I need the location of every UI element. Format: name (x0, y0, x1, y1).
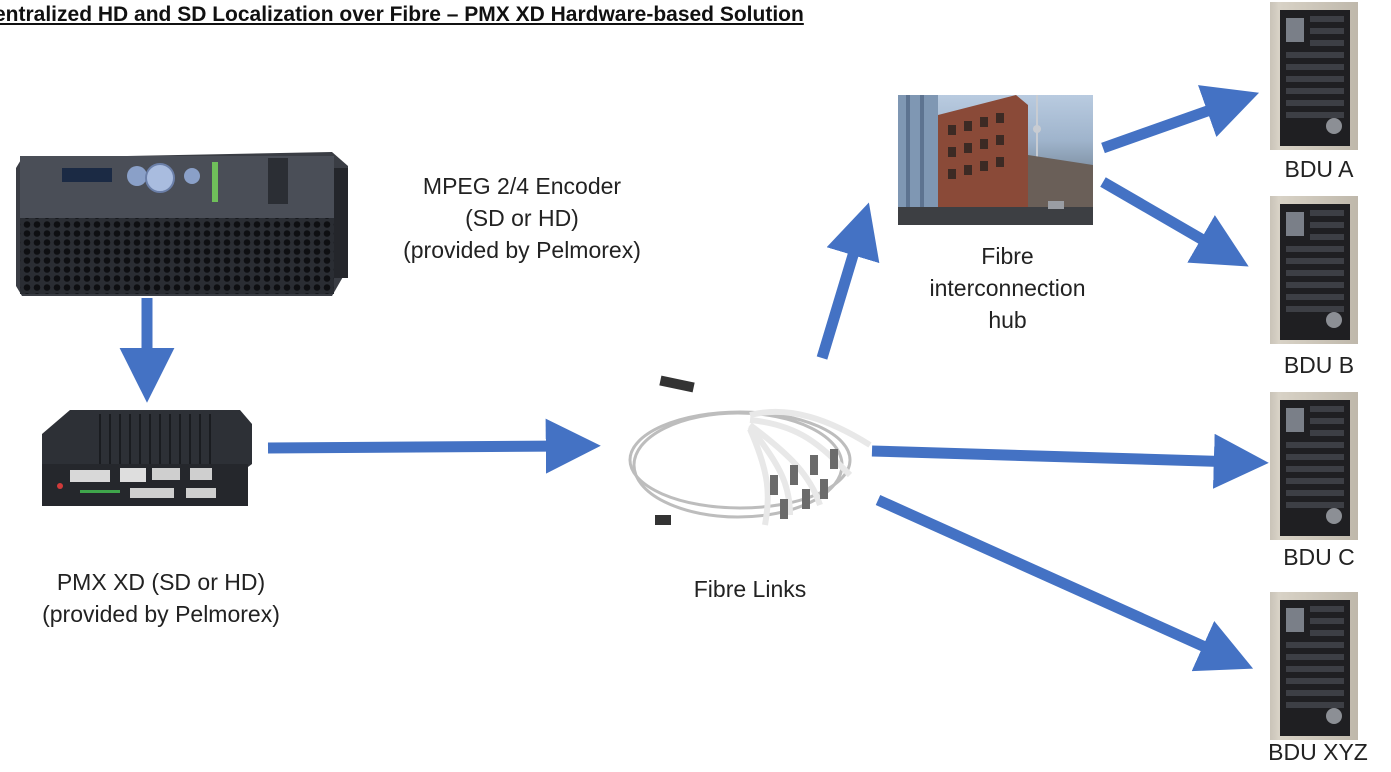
hub-label-line-2: interconnection (929, 275, 1086, 301)
hub-building-image (898, 95, 1093, 225)
bdu-xyz-label: BDU XYZ (1268, 739, 1368, 765)
pmx-label-line-1: PMX XD (SD or HD) (56, 569, 266, 595)
fibre-links-label: Fibre Links (693, 576, 807, 602)
hub-label-line-1: Fibre (981, 243, 1034, 269)
hub-label-line-3: hub (988, 307, 1027, 333)
fibre-cable-image (628, 375, 872, 526)
encoder-image (16, 152, 348, 296)
arrow-fibre-to-bdu-c (871, 433, 1269, 489)
arrow-fibre-to-hub (816, 202, 880, 360)
bdu-a-rack-image (1270, 2, 1358, 150)
pmx-label-line-2: (provided by Pelmorex) (42, 601, 280, 627)
bdu-b-rack-image (1270, 196, 1358, 344)
pmx-label: PMX XD (SD or HD) (provided by Pelmorex) (0, 566, 322, 630)
bdu-c-rack-image (1270, 392, 1358, 540)
arrow-pmx-to-fibre (267, 418, 601, 474)
bdu-a-label: BDU A (1284, 156, 1354, 182)
hub-label: Fibre interconnection hub (900, 240, 1115, 336)
bdu-xyz-rack-image (1270, 592, 1358, 740)
bdu-b-label: BDU B (1283, 352, 1355, 378)
pmx-xd-image (42, 410, 252, 506)
encoder-label-line-2: (SD or HD) (465, 205, 579, 231)
arrow-hub-to-bdu-b (1100, 177, 1249, 267)
encoder-label-line-1: MPEG 2/4 Encoder (422, 173, 622, 199)
encoder-label-line-3: (provided by Pelmorex) (403, 237, 641, 263)
arrow-hub-to-bdu-a (1101, 85, 1260, 154)
arrow-fibre-to-bdu-xyz (875, 494, 1254, 672)
bdu-c-label: BDU C (1283, 544, 1355, 570)
diagram-title: entralized HD and SD Localization over F… (0, 3, 804, 26)
encoder-label: MPEG 2/4 Encoder (SD or HD) (provided by… (372, 170, 672, 266)
